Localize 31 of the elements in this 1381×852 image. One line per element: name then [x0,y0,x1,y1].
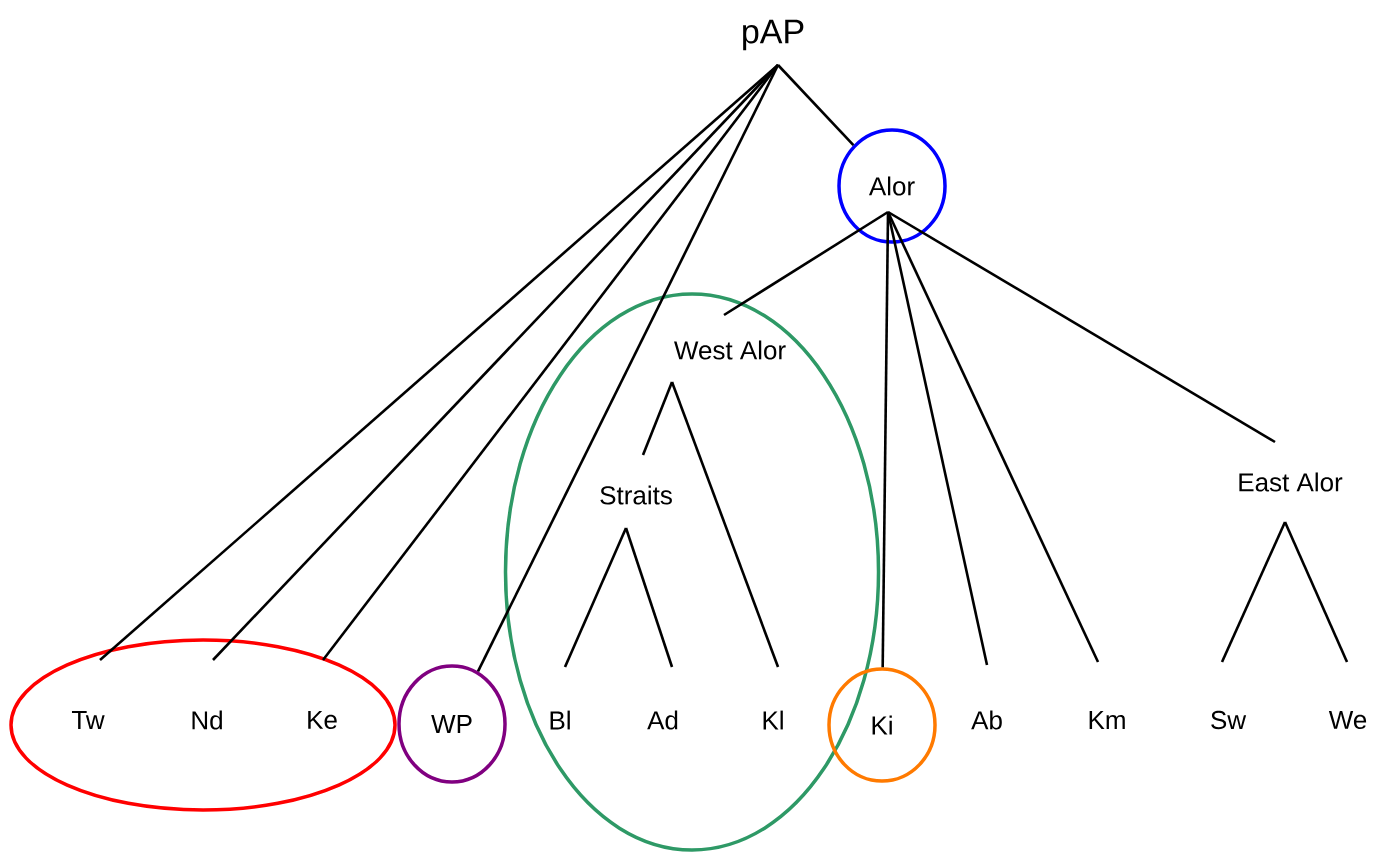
tree-branch [886,211,989,666]
circled-label: WP [397,664,507,784]
tree-branch [886,211,1100,663]
circled-label: Ki [827,667,937,783]
tree-label: East Alor [1239,472,1343,492]
tree-label: Straits [600,485,672,505]
tree-label: Km [1089,711,1125,729]
tree-label: Tw [71,711,105,729]
tree-branch [887,210,1276,444]
tree-label: pAP [743,19,804,51]
tree-label: Sw [1211,710,1247,730]
tree-label: West Alor [674,340,786,360]
tree-branch [1283,521,1349,663]
tree-label: Ad [647,710,678,730]
tree-branch [723,210,889,317]
tree-branch [641,381,674,456]
tree-label: Nd [192,710,222,730]
tree-branch [99,64,779,661]
grouping-ellipse [9,638,397,812]
tree-label: Ab [971,710,1002,730]
tree-label: We [1328,710,1367,730]
tree-branch [1220,521,1287,663]
tree-branch [777,64,855,146]
tree-branch [624,527,674,668]
tree-label: Kl [763,710,783,730]
tree-label: Bl [550,710,570,730]
tree-label: Ke [308,710,337,730]
tree-branch [563,527,628,668]
tree-branch [476,64,780,672]
tree-branch [670,381,780,668]
circled-label: Alor [837,128,947,244]
